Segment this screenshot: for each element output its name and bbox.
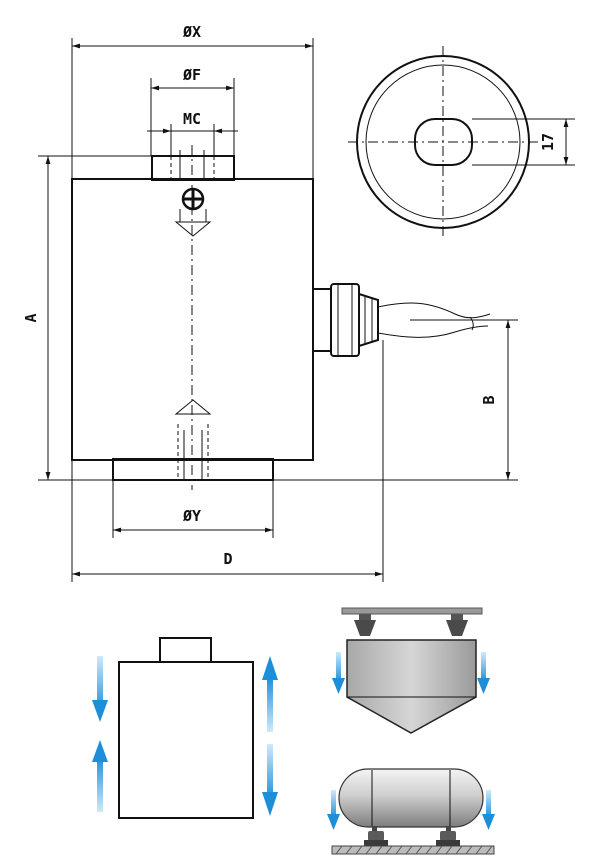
force-arrow-icon — [477, 652, 490, 694]
hopper-application — [332, 607, 490, 734]
load-direction-illustration — [92, 637, 278, 819]
hopper-beam — [341, 607, 483, 615]
cable-upper — [377, 302, 491, 319]
label-slot-width: 17 — [539, 133, 557, 151]
top-view: 17 — [348, 46, 575, 238]
force-arrow-icon — [332, 652, 345, 694]
label-outer-diameter: ØX — [182, 23, 201, 41]
tank-body — [338, 768, 484, 828]
force-arrow-icon — [327, 790, 340, 830]
force-arrow-icon — [92, 656, 108, 722]
center-slot — [414, 118, 473, 166]
ground-plate — [331, 845, 495, 855]
bottom-boss — [112, 458, 274, 481]
force-arrow-icon — [262, 744, 278, 816]
force-arrow-icon — [262, 656, 278, 732]
top-boss — [151, 155, 235, 181]
small-boss — [159, 637, 212, 663]
cable-gland — [312, 283, 379, 357]
mounting-foot-icon — [364, 831, 388, 846]
screw-icon — [181, 187, 205, 211]
inner-ring — [365, 64, 521, 220]
mounting-foot-icon — [354, 614, 376, 636]
bottom-drill-point — [174, 399, 212, 415]
front-view: ØX ØF MC — [22, 23, 518, 582]
label-height: A — [22, 313, 40, 322]
cable-lower — [377, 325, 489, 338]
label-overall-depth: D — [223, 550, 232, 568]
mounting-foot-icon — [436, 831, 460, 846]
label-base-diameter: ØY — [182, 507, 201, 525]
label-thread-diameter: ØF — [182, 66, 201, 84]
force-arrow-icon — [482, 790, 495, 830]
top-drill-point — [174, 221, 212, 237]
hopper-body — [346, 639, 477, 734]
tank-application — [327, 768, 495, 855]
small-body — [118, 661, 254, 819]
force-arrow-icon — [92, 740, 108, 812]
label-thread-size: MC — [183, 110, 201, 128]
label-cable-height: B — [480, 395, 498, 404]
mounting-foot-icon — [446, 614, 468, 636]
